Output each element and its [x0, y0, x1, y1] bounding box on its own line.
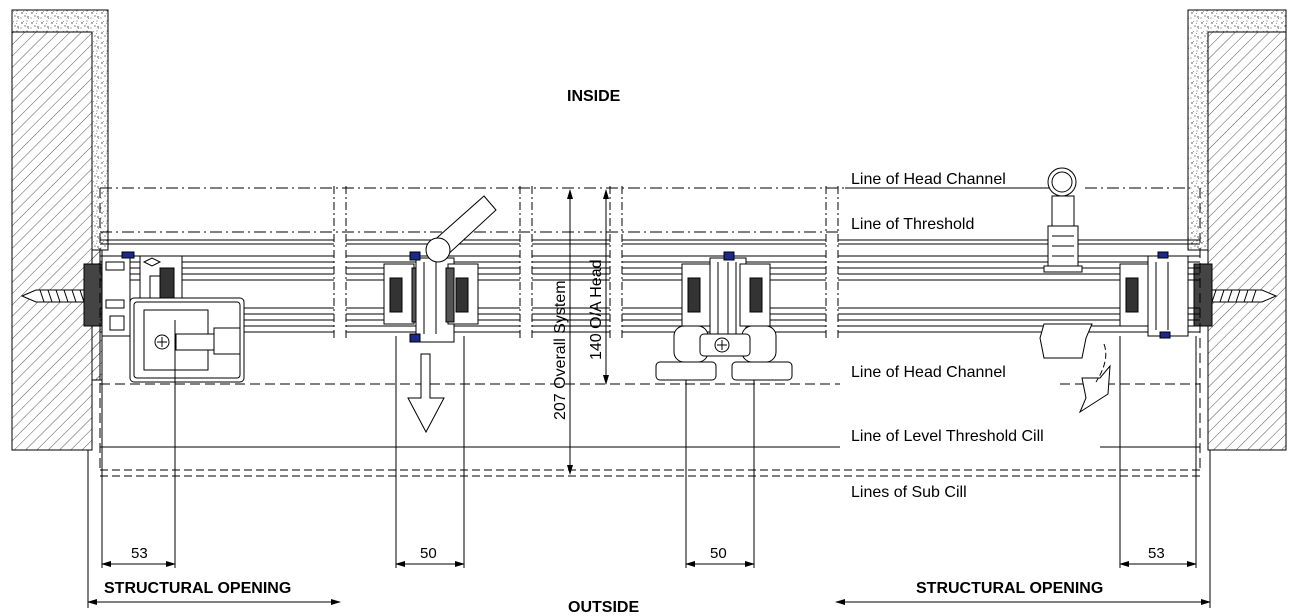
outside-label: OUTSIDE	[568, 599, 639, 616]
structural-opening-right-label: STRUCTURAL OPENING	[916, 580, 1103, 597]
right-jamb-profile	[1119, 251, 1189, 339]
extension-lines	[87, 320, 1211, 608]
right-wall	[1187, 9, 1287, 451]
left-panel-dimension: 50	[420, 545, 437, 562]
break-gaps	[333, 186, 839, 340]
right-handle	[1039, 323, 1111, 414]
overall-system-label: 207 Overall System	[552, 280, 569, 420]
left-pull-handle	[425, 195, 497, 263]
right-end-dimension: 53	[1148, 545, 1165, 562]
left-fixing-screws	[20, 263, 103, 327]
left-interlock-profile	[383, 251, 479, 343]
right-panel-dimension: 50	[710, 545, 727, 562]
bottom-dimension-lines	[87, 561, 1211, 605]
left-wall	[11, 9, 109, 451]
oa-head-label: 140 O/A Head	[588, 259, 605, 360]
threshold-label: Line of Threshold	[851, 216, 974, 233]
head-channel-fitting	[1043, 167, 1083, 273]
frame-profile-lines	[100, 239, 1200, 333]
head-channel-top-label: Line of Head Channel	[851, 171, 1006, 188]
level-threshold-cill-label: Line of Level Threshold Cill	[851, 428, 1044, 445]
centre-interlock-profile	[681, 251, 771, 343]
left-end-dimension: 53	[131, 545, 148, 562]
structural-opening-left-label: STRUCTURAL OPENING	[104, 580, 291, 597]
vertical-dimensions	[567, 189, 609, 475]
centre-handles	[655, 325, 793, 381]
inside-label: INSIDE	[567, 88, 621, 105]
sub-cill-label: Lines of Sub Cill	[851, 484, 967, 501]
lock-body	[129, 297, 245, 383]
head-channel-bottom-label: Line of Head Channel	[851, 364, 1006, 381]
left-slide-arrow	[407, 353, 445, 434]
